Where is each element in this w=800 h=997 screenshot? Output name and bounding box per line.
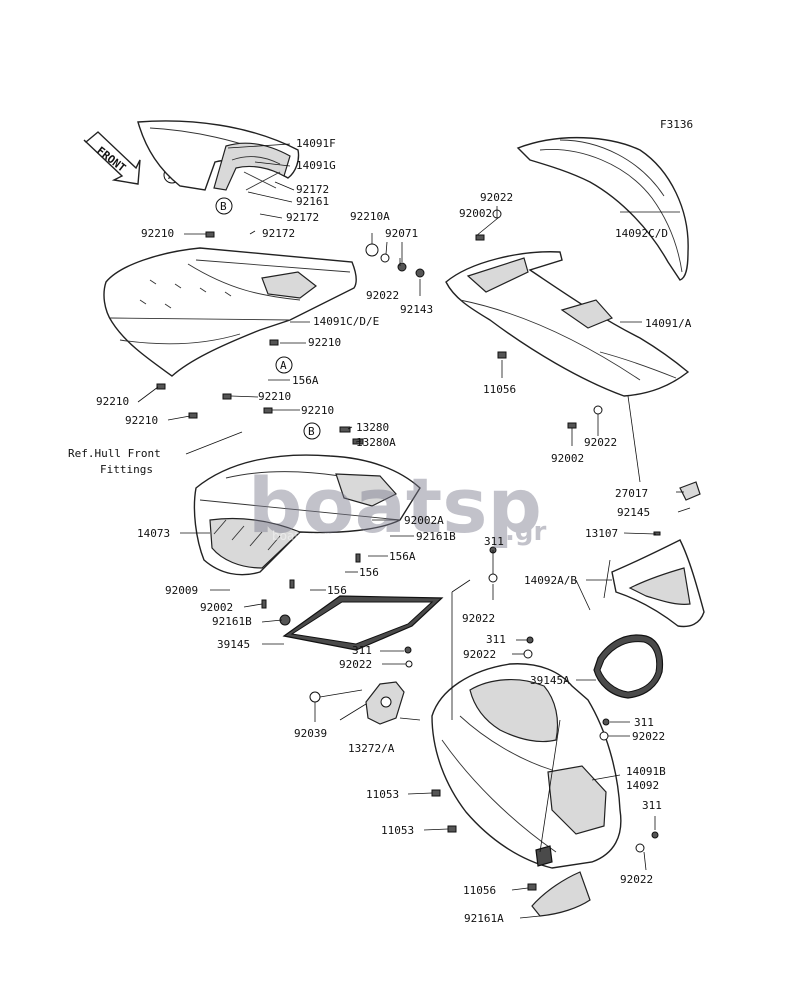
label-92210-c: 92210 bbox=[96, 395, 129, 408]
label-156-b: 156 bbox=[359, 566, 379, 579]
ref-marker-b-mid: B bbox=[303, 422, 321, 440]
label-92002A: 92002A bbox=[404, 514, 444, 527]
label-92210-e: 92210 bbox=[125, 414, 158, 427]
label-14092CD: 14092C/D bbox=[615, 227, 668, 240]
leader-lines bbox=[137, 143, 691, 919]
label-92002-b: 92002 bbox=[551, 452, 584, 465]
label-92022-c: 92022 bbox=[584, 436, 617, 449]
part-labels: 14091F 14091G 92172 92161 92172 92172 92… bbox=[68, 137, 692, 925]
seal-39145a-part bbox=[593, 634, 664, 699]
label-311-d: 311 bbox=[634, 716, 654, 729]
label-39145: 39145 bbox=[217, 638, 250, 651]
storage-cover-part bbox=[611, 539, 705, 628]
label-92161A: 92161A bbox=[464, 912, 504, 925]
label-92210-a: 92210 bbox=[141, 227, 174, 240]
svg-text:.gr: .gr bbox=[505, 517, 546, 547]
label-311-c: 311 bbox=[486, 633, 506, 646]
label-14091G: 14091G bbox=[296, 159, 336, 172]
label-92161-a: 92161 bbox=[296, 195, 329, 208]
svg-text:B: B bbox=[220, 200, 227, 213]
label-92009: 92009 bbox=[165, 584, 198, 597]
label-92022-d: 92022 bbox=[462, 612, 495, 625]
ref-hull-front-line2: Fittings bbox=[100, 463, 153, 476]
label-14092: 14092 bbox=[626, 779, 659, 792]
label-11056-a: 11056 bbox=[483, 383, 516, 396]
label-13272A: 13272/A bbox=[348, 742, 395, 755]
label-311-b: 311 bbox=[352, 644, 372, 657]
label-156-c: 156 bbox=[327, 584, 347, 597]
watermark: boatsp .gr boat spare parts bbox=[248, 461, 546, 550]
part-27017 bbox=[679, 481, 701, 501]
bumper-pad-part bbox=[531, 871, 591, 917]
label-92210-d: 92210 bbox=[258, 390, 291, 403]
label-14091F: 14091F bbox=[296, 137, 336, 150]
label-156A-b: 156A bbox=[389, 550, 416, 563]
ref-marker-a-mid: A bbox=[275, 356, 293, 374]
front-arrow: FRONT bbox=[83, 131, 141, 185]
label-14091A: 14091/A bbox=[645, 317, 692, 330]
label-92210A: 92210A bbox=[350, 210, 390, 223]
rear-storage-bin-part bbox=[431, 663, 622, 869]
figure-code: F3136 bbox=[660, 118, 693, 131]
label-92172-c: 92172 bbox=[262, 227, 295, 240]
label-92002-a: 92002 bbox=[459, 207, 492, 220]
label-27017: 27017 bbox=[615, 487, 648, 500]
hull-front-fitting-part bbox=[193, 454, 421, 576]
label-13107: 13107 bbox=[585, 527, 618, 540]
label-13280A: 13280A bbox=[356, 436, 396, 449]
label-14092AB: 14092A/B bbox=[524, 574, 577, 587]
label-92022-a: 92022 bbox=[366, 289, 399, 302]
ref-hull-front-line1: Ref.Hull Front bbox=[68, 447, 161, 460]
label-311-e: 311 bbox=[642, 799, 662, 812]
label-92172-a: 92172 bbox=[296, 183, 329, 196]
ref-marker-b-top: B bbox=[215, 197, 233, 215]
label-92210-f: 92210 bbox=[301, 404, 334, 417]
svg-text:A: A bbox=[280, 359, 287, 372]
label-14091CDE: 14091C/D/E bbox=[313, 315, 379, 328]
label-92022-e: 92022 bbox=[339, 658, 372, 671]
label-39145A: 39145A bbox=[530, 674, 570, 687]
label-14073: 14073 bbox=[137, 527, 170, 540]
label-14091B: 14091B bbox=[626, 765, 666, 778]
svg-text:boatsp: boatsp bbox=[248, 461, 542, 550]
front-top-cover-part bbox=[137, 120, 300, 191]
rear-right-cover-part bbox=[516, 136, 689, 281]
label-311-a: 311 bbox=[484, 535, 504, 548]
label-156A: 156A bbox=[292, 374, 319, 387]
label-11053-a: 11053 bbox=[366, 788, 399, 801]
label-92172-b: 92172 bbox=[286, 211, 319, 224]
svg-text:B: B bbox=[308, 425, 315, 438]
label-11056-b: 11056 bbox=[463, 884, 496, 897]
label-92161B-b: 92161B bbox=[212, 615, 252, 628]
label-92161B: 92161B bbox=[416, 530, 456, 543]
label-92145: 92145 bbox=[617, 506, 650, 519]
label-92039: 92039 bbox=[294, 727, 327, 740]
seal-39145-part bbox=[282, 595, 444, 651]
label-92022-g: 92022 bbox=[632, 730, 665, 743]
svg-text:boat spare parts: boat spare parts bbox=[272, 529, 371, 543]
label-92022-b: 92022 bbox=[480, 191, 513, 204]
label-92022-f: 92022 bbox=[463, 648, 496, 661]
label-92143: 92143 bbox=[400, 303, 433, 316]
label-92002-c: 92002 bbox=[200, 601, 233, 614]
label-92022-h: 92022 bbox=[620, 873, 653, 886]
deck-cover-part bbox=[103, 247, 357, 377]
bracket-13272-part bbox=[365, 681, 405, 725]
label-92210-b: 92210 bbox=[308, 336, 341, 349]
right-side-cover-part bbox=[445, 251, 690, 397]
label-92071: 92071 bbox=[385, 227, 418, 240]
label-11053-b: 11053 bbox=[381, 824, 414, 837]
label-13280: 13280 bbox=[356, 421, 389, 434]
